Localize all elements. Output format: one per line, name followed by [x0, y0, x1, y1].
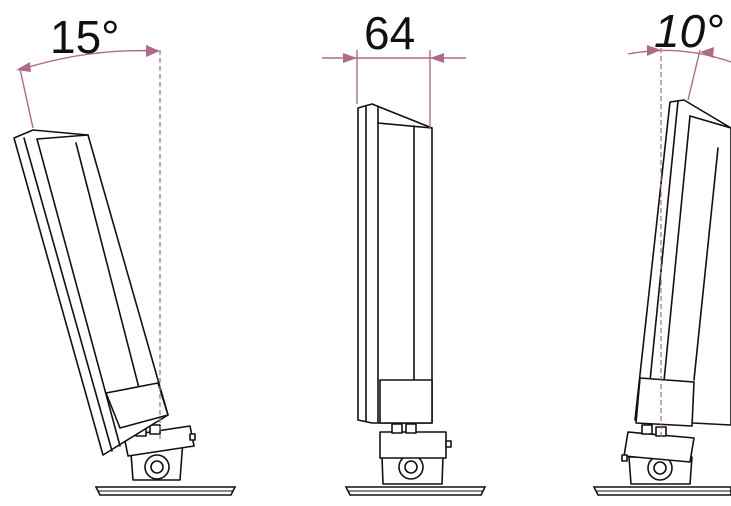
tilt-back-dimension	[16, 45, 161, 440]
stand	[379, 423, 452, 485]
monitor-body	[13, 129, 169, 456]
depth-label: 64	[364, 7, 416, 59]
stand	[621, 424, 695, 485]
base-plate	[344, 486, 487, 496]
base-plate	[592, 486, 731, 496]
depth-dimension	[322, 50, 466, 128]
monitor-body	[634, 99, 731, 427]
tilt-forward-angle-label: 10°	[654, 5, 724, 57]
monitor-body	[357, 103, 433, 424]
monitor-tilted-back	[13, 45, 237, 496]
tilt-forward-dimension	[627, 45, 731, 440]
monitor-upright	[322, 50, 487, 496]
monitor-tilted-forward	[592, 45, 731, 496]
tilt-back-angle-label: 15°	[50, 11, 120, 63]
base-plate	[94, 486, 237, 496]
